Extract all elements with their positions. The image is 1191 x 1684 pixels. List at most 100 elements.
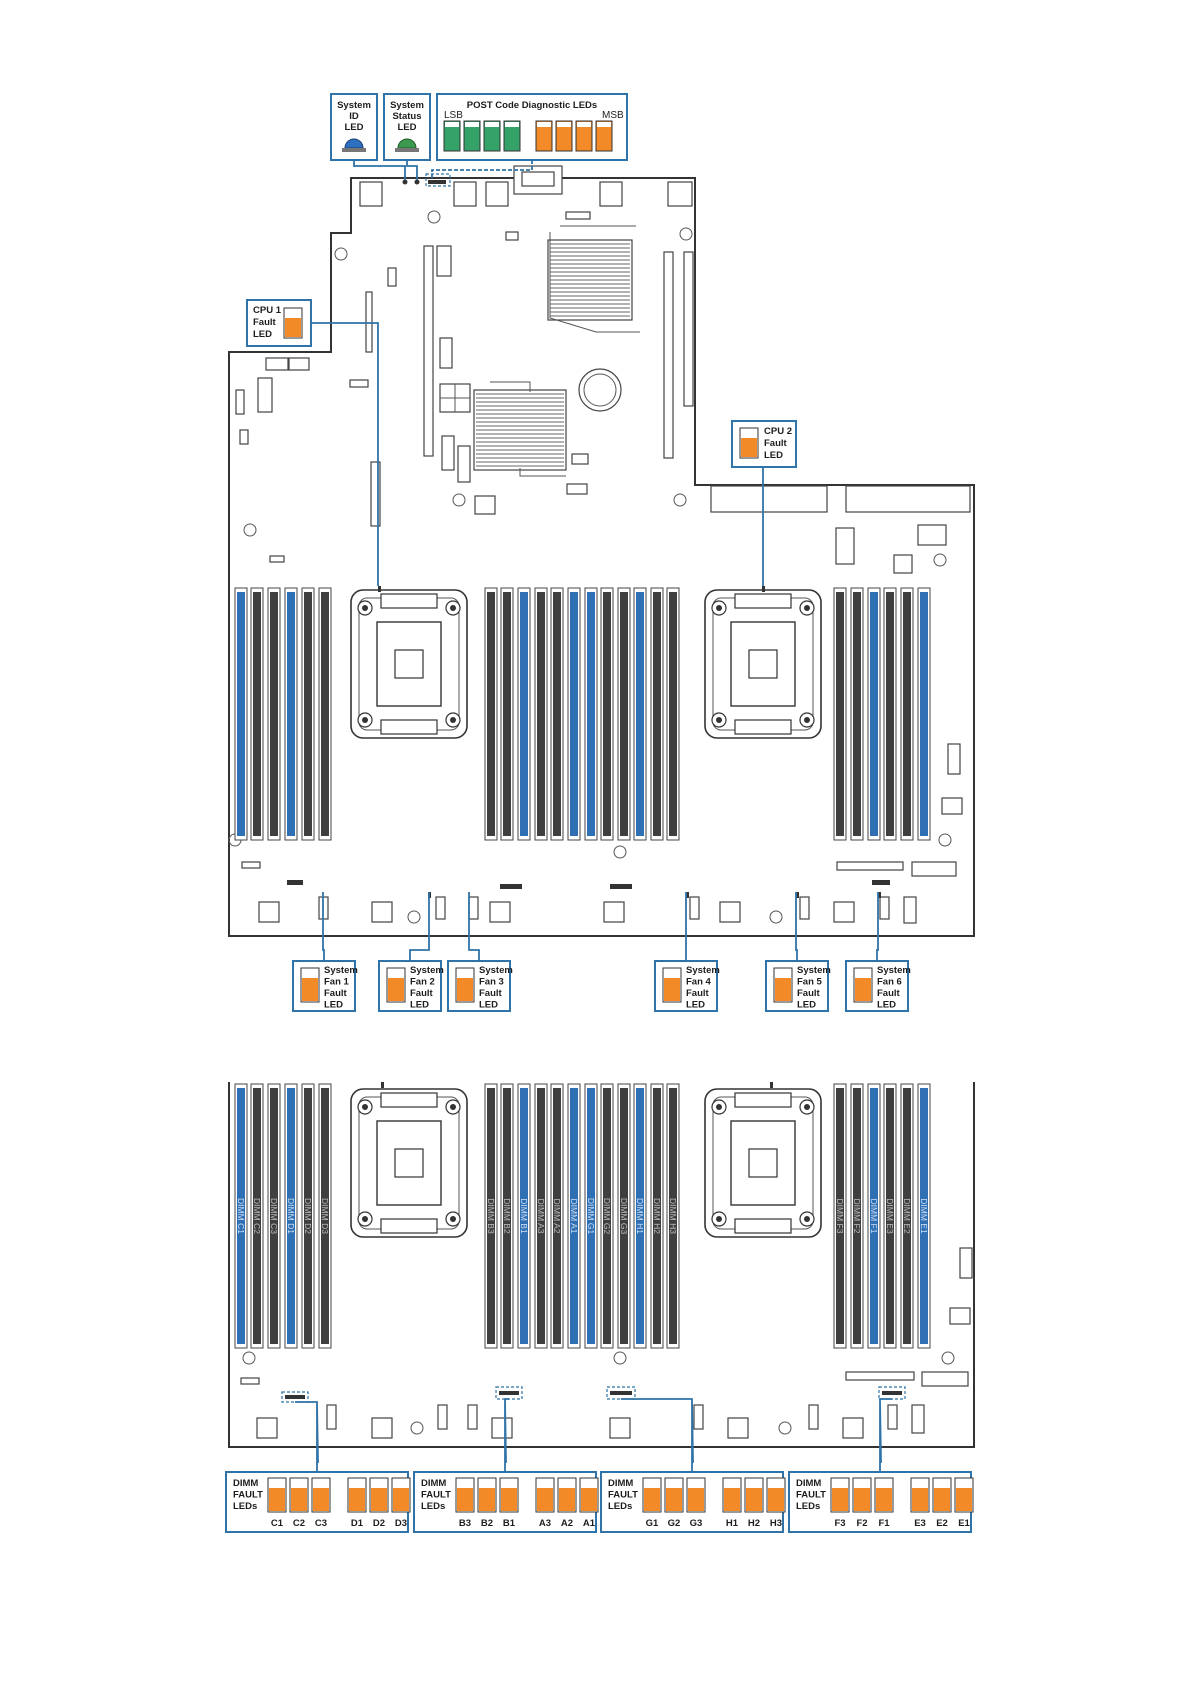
dimm-slot: [587, 592, 595, 836]
dimm-fault-title: FAULT: [421, 1490, 451, 1501]
dimm-fault-title: DIMM: [233, 1478, 258, 1489]
fan-callout-text: Fault: [686, 988, 710, 999]
dimm-fault-led-label: H3: [770, 1518, 782, 1529]
dimm-slot: [836, 1088, 844, 1344]
top-board: [228, 165, 975, 937]
fan-callout-text: System: [324, 965, 358, 976]
dimm-slot: [620, 1088, 628, 1344]
dimm-slot: [587, 1088, 595, 1344]
dimm-fault-led-label: A3: [539, 1518, 551, 1529]
fan-callout-text: LED: [324, 1000, 343, 1011]
dimm-fault-led-label: C2: [293, 1518, 305, 1529]
fan-callout-text: Fault: [324, 988, 348, 999]
dimm-slot: [321, 592, 329, 836]
dimm-slot: [553, 1088, 561, 1344]
svg-text:LED: LED: [398, 122, 417, 133]
dimm-fault-led-label: G1: [646, 1518, 659, 1529]
dimm-fault-led-label: F1: [878, 1518, 890, 1529]
dimm-slot: [636, 1088, 644, 1344]
dimm-slot: [304, 592, 312, 836]
dimm-slot: [920, 1088, 928, 1344]
dimm-fault-title: LEDs: [421, 1501, 445, 1512]
dimm-slot: [253, 592, 261, 836]
dimm-slot-label: DIMM G2: [602, 1198, 612, 1235]
dimm-fault-title: LEDs: [608, 1501, 632, 1512]
dimm-slot: [669, 1088, 677, 1344]
dimm-slot: [870, 1088, 878, 1344]
dimm-slot: [653, 1088, 661, 1344]
dimm-slot-label: DIMM C2: [252, 1198, 262, 1234]
fan-callout-text: System: [479, 965, 513, 976]
dimm-slot: [603, 1088, 611, 1344]
svg-text:Fault: Fault: [253, 317, 277, 328]
misc-board-parts: [228, 210, 971, 877]
fan-callout-text: LED: [410, 1000, 429, 1011]
dimm-slot-label: DIMM D2: [303, 1198, 313, 1234]
dimm-slot-label: DIMM B2: [502, 1198, 512, 1234]
dimm-slot-label: DIMM F1: [869, 1199, 879, 1234]
post-code-led-1: [443, 120, 461, 152]
dimm-fault-led-label: A1: [583, 1518, 596, 1529]
dimm-fault-led-label: F2: [856, 1518, 867, 1529]
dimm-slot: [553, 592, 561, 836]
dimm-slot: [903, 592, 911, 836]
dimm-slot-label: DIMM E1: [919, 1198, 929, 1234]
dimm-fault-led-label: F3: [834, 1518, 845, 1529]
fan-callout-text: System: [877, 965, 911, 976]
post-code-led-callout: POST Code Diagnostic LEDs LSB MSB: [425, 93, 628, 187]
cpu1-socket-bottom: [350, 1088, 468, 1238]
svg-text:CPU 2: CPU 2: [764, 426, 792, 437]
dimm-slot: [237, 592, 245, 836]
top-led-marks: [402, 179, 446, 185]
bottom-board-parts: [240, 1247, 973, 1439]
dimm-slot-label: DIMM H2: [652, 1198, 662, 1234]
dimm-slot: [520, 1088, 528, 1344]
svg-text:LED: LED: [253, 329, 272, 340]
dimm-fault-led-label: H2: [748, 1518, 760, 1529]
system-status-led-callout: System Status LED: [383, 93, 431, 180]
post-code-led-3: [483, 120, 501, 152]
system-status-led-icon: [397, 138, 417, 149]
dimm-fault-led-label: E3: [914, 1518, 926, 1529]
dimm-slot: [487, 1088, 495, 1344]
dimm-slot: [836, 592, 844, 836]
fan-callout-text: LED: [797, 1000, 816, 1011]
post-msb-label: MSB: [602, 110, 624, 121]
dimm-fault-led-label: H1: [726, 1518, 739, 1529]
dimm-slot: [253, 1088, 261, 1344]
dimm-slot: [503, 592, 511, 836]
dimm-slots-top: [234, 587, 931, 841]
fan-callout-text: Fan 1: [324, 977, 350, 988]
dimm-fault-led-label: A2: [561, 1518, 573, 1529]
post-code-led-4: [503, 120, 521, 152]
dimm-fault-led-label: G3: [690, 1518, 703, 1529]
dimm-slot: [920, 592, 928, 836]
rear-io-connectors: [359, 165, 693, 220]
dimm-slot-label: DIMM C3: [269, 1198, 279, 1234]
svg-text:CPU 1: CPU 1: [253, 305, 282, 316]
cpu2-socket-bottom: [704, 1088, 822, 1238]
svg-text:LED: LED: [345, 122, 364, 133]
fan-callout-text: LED: [877, 1000, 896, 1011]
dimm-fault-led-label: C1: [271, 1518, 284, 1529]
dimm-slot-label: DIMM G3: [619, 1198, 629, 1235]
post-lsb-label: LSB: [444, 110, 463, 121]
fan-callout-text: Fault: [877, 988, 901, 999]
dimm-fault-led-label: E1: [958, 1518, 970, 1529]
dimm-slot-label: DIMM G1: [586, 1198, 596, 1235]
dimm-slot: [520, 592, 528, 836]
dimm-fault-title: LEDs: [796, 1501, 820, 1512]
cpu1-socket-top: [350, 589, 468, 739]
upper-heatsink: [547, 225, 640, 333]
dimm-fault-title: LEDs: [233, 1501, 257, 1512]
dimm-slot: [903, 1088, 911, 1344]
